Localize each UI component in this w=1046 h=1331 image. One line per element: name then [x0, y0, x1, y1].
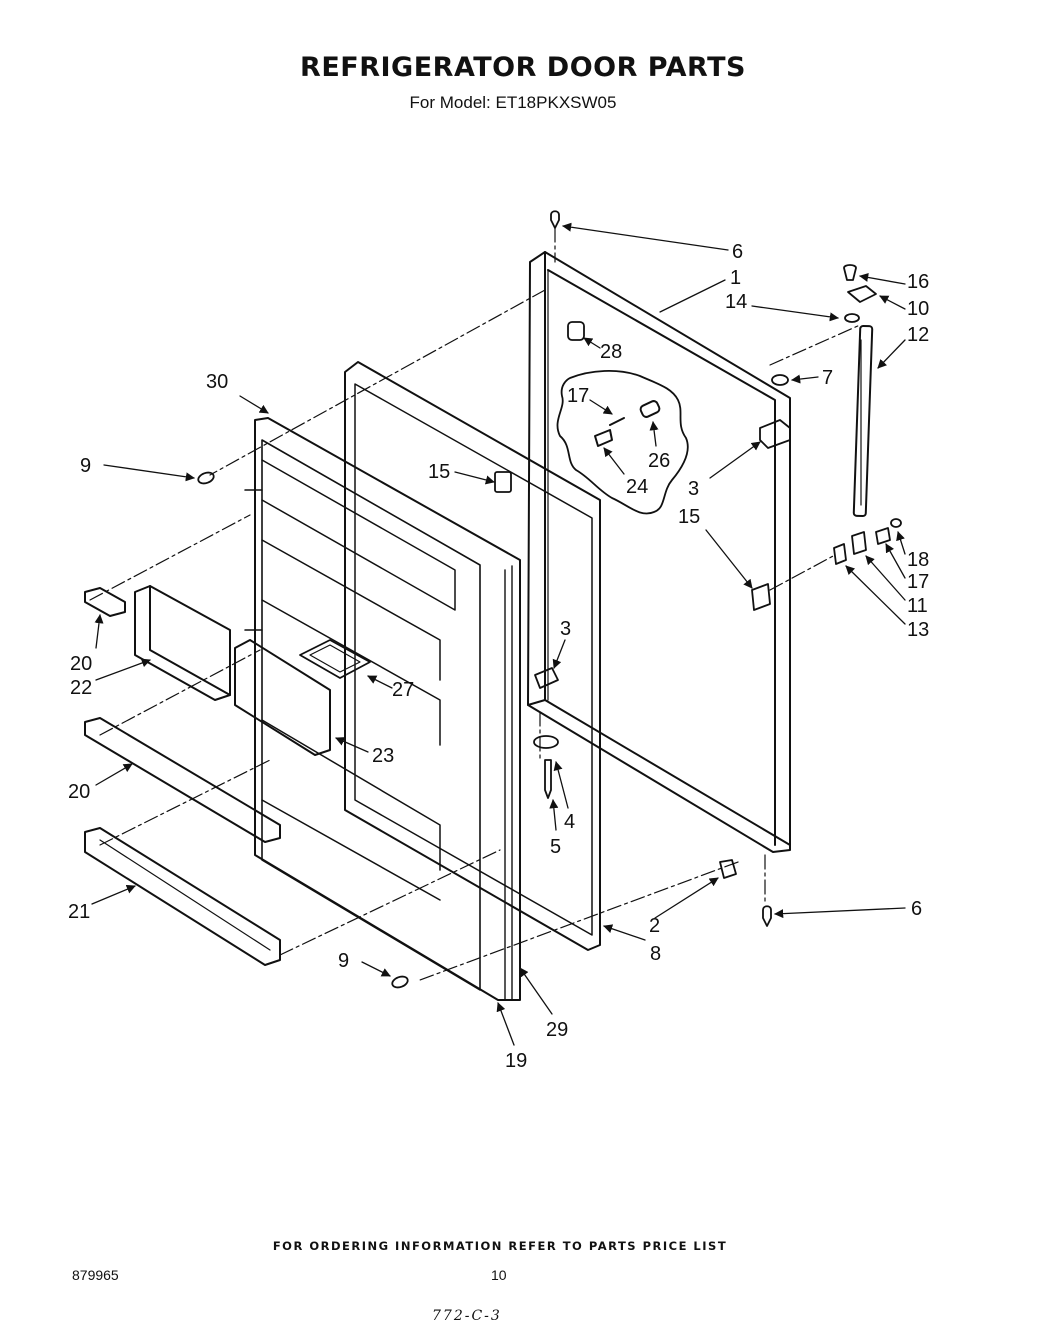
callout-label: 7	[822, 367, 833, 389]
callout-label: 9	[80, 455, 91, 477]
callout-label: 26	[648, 450, 670, 472]
ordering-note: FOR ORDERING INFORMATION REFER TO PARTS …	[272, 1239, 728, 1253]
callout-label: 28	[600, 341, 622, 363]
callout-label: 6	[732, 241, 743, 263]
door-handle	[852, 324, 874, 518]
cutaway-detail	[556, 370, 689, 515]
callout-label: 20	[70, 653, 92, 675]
callout-label: 27	[392, 679, 414, 701]
callout-label: 3	[688, 478, 699, 500]
door-shelves	[84, 585, 331, 966]
callout-label: 11	[907, 595, 928, 617]
callout-label: 14	[725, 291, 747, 313]
callout-label: 20	[68, 781, 90, 803]
callout-label: 22	[70, 677, 92, 699]
callout-label: 9	[338, 950, 349, 972]
callout-label: 29	[546, 1019, 568, 1041]
door-liner	[244, 417, 521, 1001]
callout-label: 17	[907, 571, 929, 593]
hardware-parts	[197, 210, 902, 989]
callout-label: 4	[564, 811, 575, 833]
callout-label: 8	[650, 943, 661, 965]
outer-door-panel	[527, 251, 791, 853]
callout-label: 21	[68, 901, 90, 923]
callout-label: 2	[649, 915, 660, 937]
callout-label: 12	[907, 324, 929, 346]
callout-label: 15	[428, 461, 450, 483]
callout-label: 13	[907, 619, 929, 641]
handwritten-code: 772-C-3	[432, 1308, 502, 1324]
callout-label: 3	[560, 618, 571, 640]
callout-label: 1	[730, 267, 741, 289]
model-subtitle: For Model: ET18PKXSW05	[409, 93, 617, 112]
callout-label: 5	[550, 836, 561, 858]
page-title: REFRIGERATOR DOOR PARTS	[300, 52, 746, 83]
document-number: 879965	[72, 1267, 119, 1283]
callout-label: 19	[505, 1050, 527, 1072]
callout-label: 16	[907, 271, 929, 293]
alignment-lines	[89, 227, 861, 981]
callout-label: 30	[206, 371, 228, 393]
callout-label: 15	[678, 506, 700, 528]
leader-lines	[91, 222, 906, 1046]
callout-label: 6	[911, 898, 922, 920]
callout-label: 24	[626, 476, 648, 498]
callout-label: 23	[372, 745, 394, 767]
door-gasket	[344, 361, 601, 951]
callout-labels: 6 1 16 14 10 12 28 7 30 17 26 9 15 24 3 …	[68, 241, 929, 1072]
page-number: 10	[491, 1267, 507, 1283]
callout-label: 18	[907, 549, 929, 571]
callout-label: 10	[907, 298, 929, 320]
callout-label: 17	[567, 385, 589, 407]
